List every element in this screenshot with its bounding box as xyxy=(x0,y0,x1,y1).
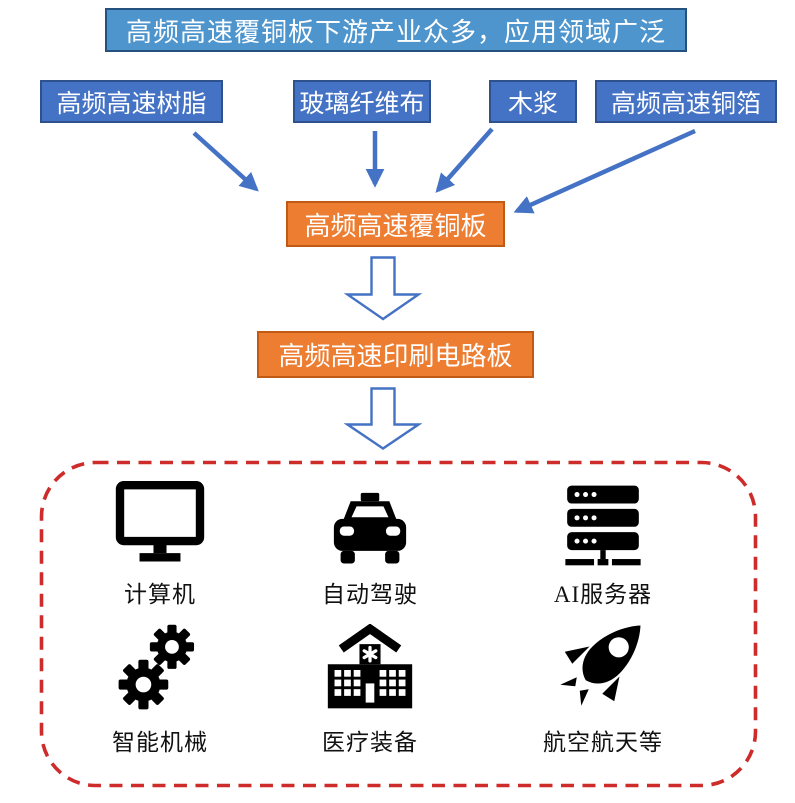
application-label: 计算机 xyxy=(124,582,196,607)
material-box-resin: 高频高速树脂 xyxy=(40,80,223,123)
application-label: 智能机械 xyxy=(112,730,208,755)
computer-monitor-icon xyxy=(115,481,205,562)
down-block-arrow-1 xyxy=(344,256,422,321)
icon-box xyxy=(322,610,418,716)
material-box-wood-pulp: 木浆 xyxy=(489,80,577,123)
application-label: 自动驾驶 xyxy=(322,582,418,607)
arrow-copperfoil-to-ccl xyxy=(513,128,696,214)
application-item-medical-equipment: 医疗装备 xyxy=(270,610,470,757)
application-item-aerospace: 航空航天等 xyxy=(503,610,703,757)
node-printed-circuit-board: 高频高速印刷电路板 xyxy=(257,331,534,378)
taxi-icon xyxy=(333,492,407,564)
rocket-icon xyxy=(560,625,641,706)
hospital-icon xyxy=(327,624,413,709)
arrow-pulp-to-ccl xyxy=(435,127,494,193)
arrow-resin-to-ccl xyxy=(192,131,259,192)
icon-box xyxy=(550,610,656,716)
server-rack-icon xyxy=(565,485,641,566)
icon-box xyxy=(328,476,412,568)
material-box-copper-foil: 高频高速铜箔 xyxy=(595,80,777,123)
icon-box xyxy=(112,476,208,568)
icon-box xyxy=(114,610,206,716)
application-item-ai-server: AI服务器 xyxy=(503,476,703,609)
material-box-glass-fiber: 玻璃纤维布 xyxy=(293,80,431,123)
application-label: 航空航天等 xyxy=(543,730,663,755)
node-copper-clad-laminate: 高频高速覆铜板 xyxy=(286,201,505,247)
application-item-intelligent-machinery: 智能机械 xyxy=(60,610,260,757)
application-item-autonomous-driving: 自动驾驶 xyxy=(270,476,470,609)
icon-box xyxy=(558,476,648,568)
application-label: 医疗装备 xyxy=(322,730,418,755)
title-banner: 高频高速覆铜板下游产业众多，应用领域广泛 xyxy=(105,8,687,52)
application-label: AI服务器 xyxy=(553,582,653,607)
application-item-computer: 计算机 xyxy=(60,476,260,609)
gears-icon xyxy=(118,624,195,710)
down-block-arrow-2 xyxy=(344,387,422,450)
